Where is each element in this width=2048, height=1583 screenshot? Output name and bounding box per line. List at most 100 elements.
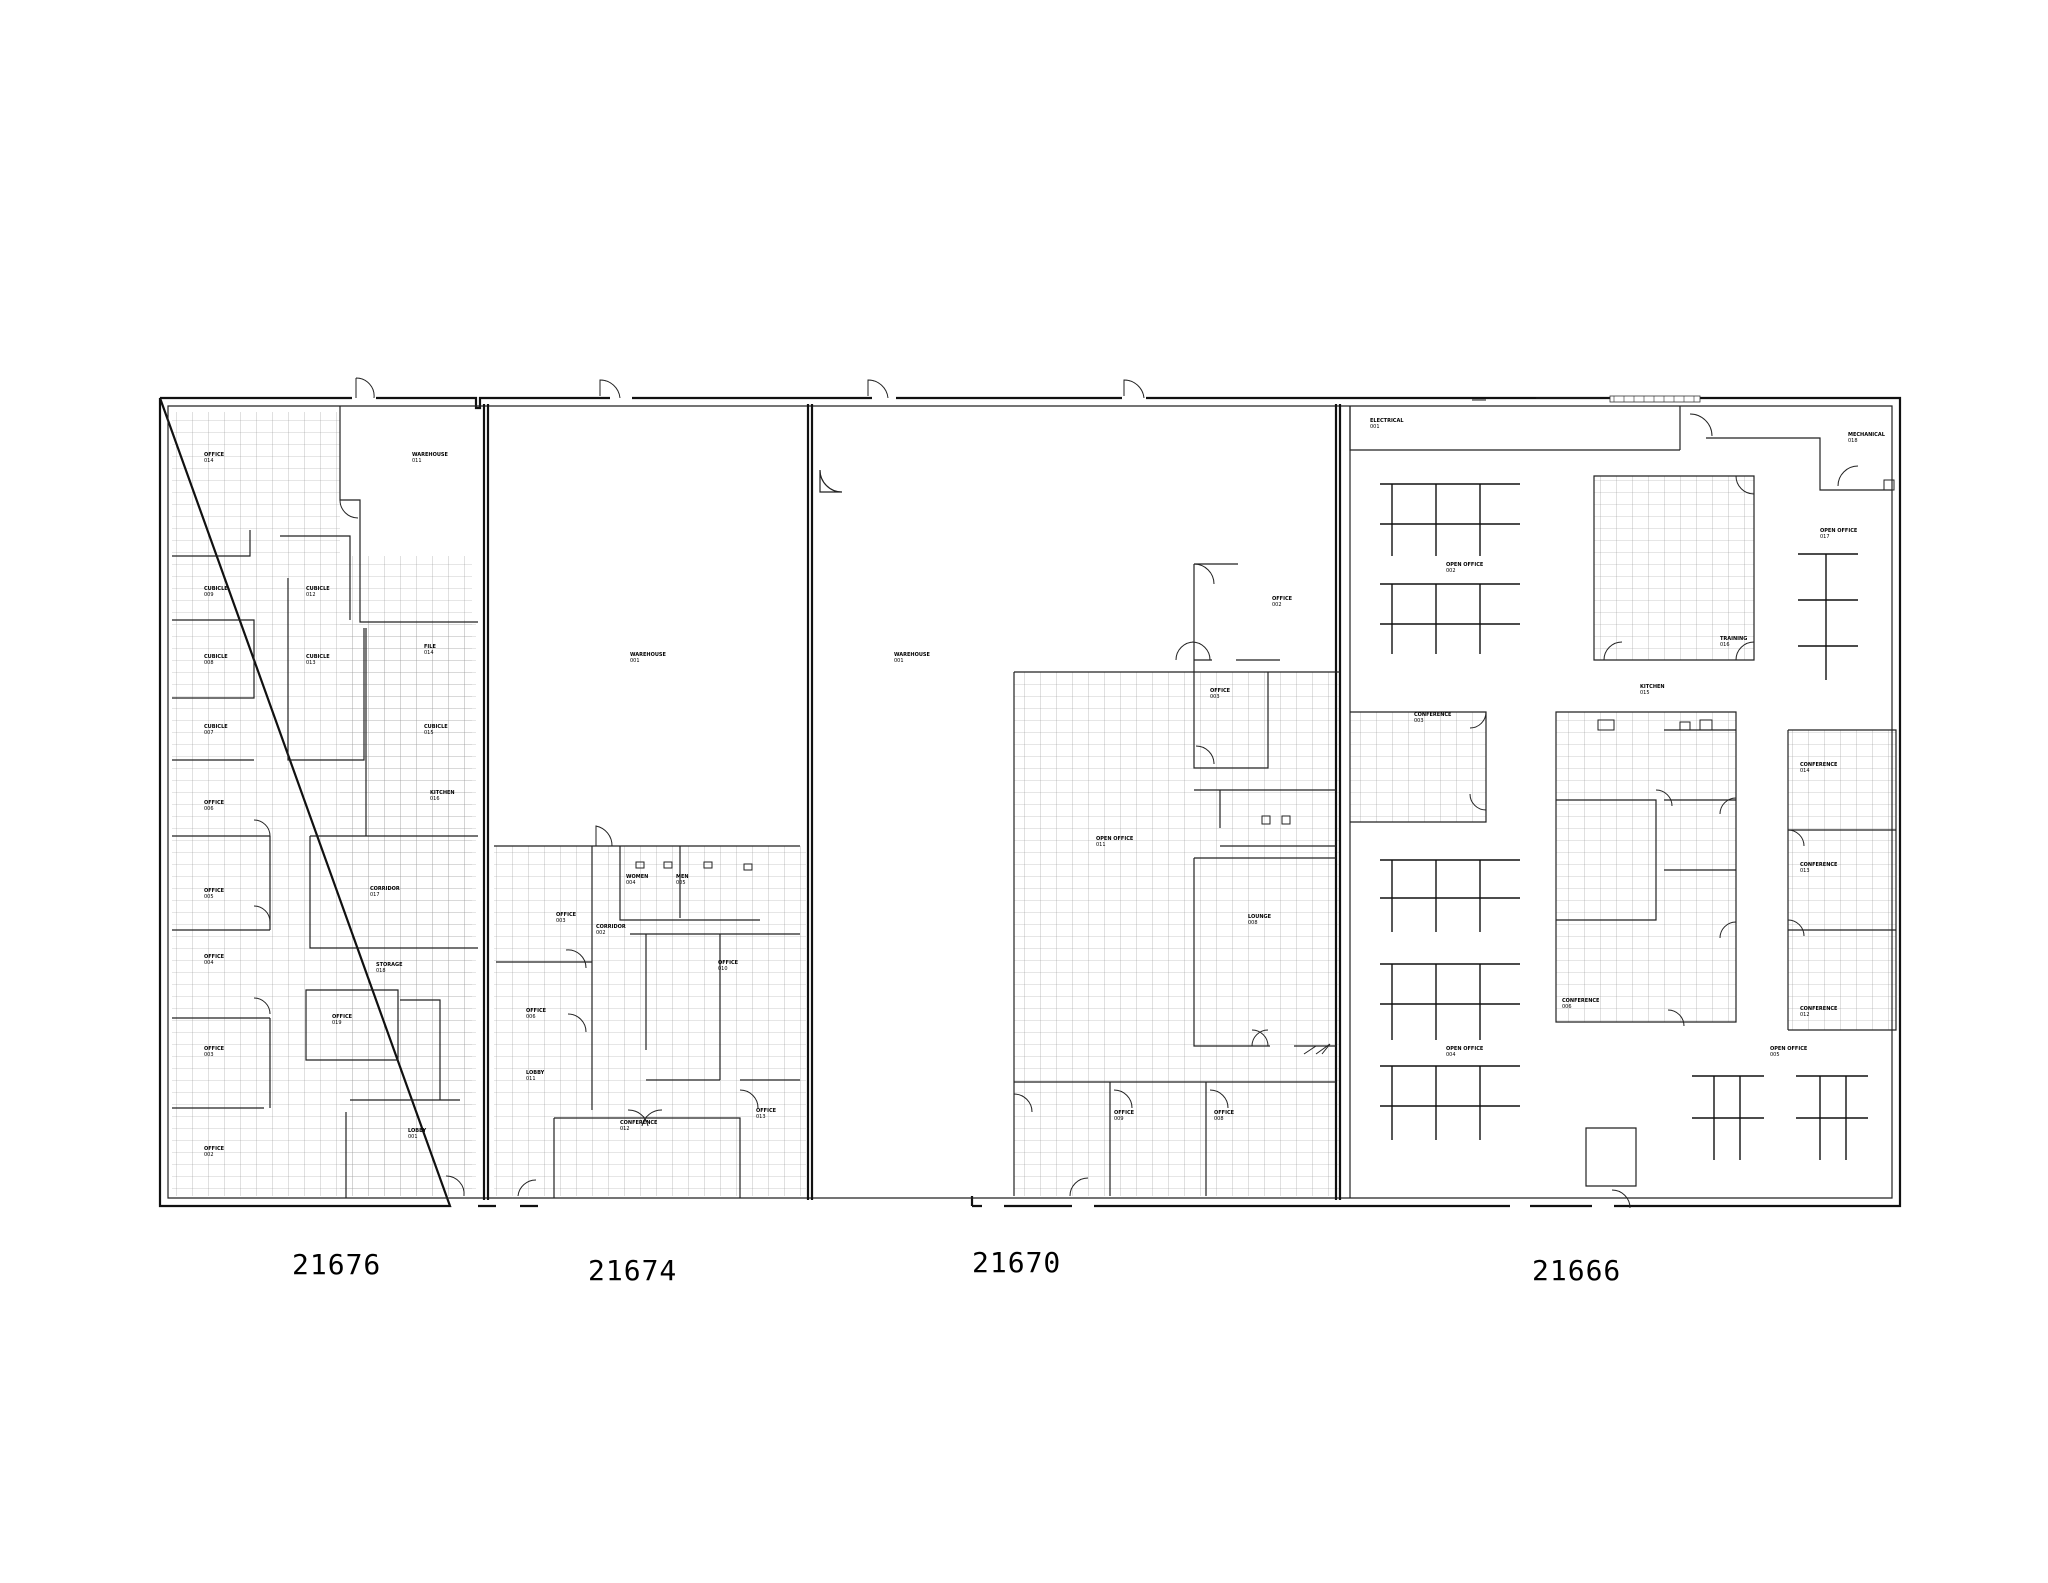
room-number: 012 xyxy=(1800,1012,1810,1018)
unit-label-21666: 21666 xyxy=(1532,1254,1622,1287)
room-number: 012 xyxy=(620,1126,630,1132)
room-number: 005 xyxy=(1770,1052,1780,1058)
room-number: 008 xyxy=(1214,1116,1224,1122)
room-number: 003 xyxy=(1210,694,1220,700)
room-number: 016 xyxy=(1720,642,1730,648)
room-name: OFFICE xyxy=(204,888,225,894)
room-name: OFFICE xyxy=(556,912,577,918)
room-name: CONFERENCE xyxy=(620,1120,658,1126)
room-number: 008 xyxy=(204,660,214,666)
room-number: 001 xyxy=(894,658,904,664)
room-number: 011 xyxy=(1096,842,1106,848)
room-name: CONFERENCE xyxy=(1800,762,1838,768)
room-number: 006 xyxy=(204,806,214,812)
room-name: CONFERENCE xyxy=(1414,712,1452,718)
room-name: OFFICE xyxy=(204,452,225,458)
room-labels: OFFICE014WAREHOUSE011CUBICLE009CUBICLE01… xyxy=(204,418,1886,1158)
ceiling-grid-areas xyxy=(172,412,1896,1196)
room-name: CORRIDOR xyxy=(370,886,400,892)
room-name: MECHANICAL xyxy=(1848,432,1886,438)
room-name: LOBBY xyxy=(526,1070,545,1076)
room-name: CUBICLE xyxy=(306,586,330,592)
room-number: 001 xyxy=(630,658,640,664)
room-name: STORAGE xyxy=(376,962,403,968)
room-name: CUBICLE xyxy=(204,586,228,592)
room-number: 006 xyxy=(526,1014,536,1020)
room-name: OFFICE xyxy=(204,1146,225,1152)
room-number: 009 xyxy=(1114,1116,1124,1122)
room-number: 006 xyxy=(1562,1004,1572,1010)
room-number: 004 xyxy=(1446,1052,1456,1058)
room-number: 014 xyxy=(424,650,434,656)
room-number: 013 xyxy=(756,1114,766,1120)
room-name: TRAINING xyxy=(1720,636,1747,642)
room-name: CONFERENCE xyxy=(1562,998,1600,1004)
unit-label-21676: 21676 xyxy=(292,1248,382,1281)
unit-21674-walls xyxy=(494,379,800,1198)
room-name: CORRIDOR xyxy=(596,924,626,930)
demising-walls xyxy=(482,404,1342,1200)
room-name: OFFICE xyxy=(718,960,739,966)
room-name: WAREHOUSE xyxy=(894,652,931,658)
room-name: MEN xyxy=(676,874,689,880)
room-number: 013 xyxy=(1800,868,1810,874)
room-name: LOUNGE xyxy=(1248,914,1272,920)
room-number: 005 xyxy=(676,880,686,886)
room-name: OFFICE xyxy=(204,1046,225,1052)
unit-21670-walls xyxy=(819,379,1340,1197)
room-number: 016 xyxy=(430,796,440,802)
room-number: 003 xyxy=(204,1052,214,1058)
room-number: 007 xyxy=(204,730,214,736)
room-name: WOMEN xyxy=(626,874,648,880)
room-number: 008 xyxy=(1248,920,1258,926)
room-name: OFFICE xyxy=(756,1108,777,1114)
room-number: 010 xyxy=(718,966,728,972)
room-name: OFFICE xyxy=(1114,1110,1135,1116)
room-number: 011 xyxy=(412,458,422,464)
room-name: CONFERENCE xyxy=(1800,862,1838,868)
unit-21676-walls xyxy=(172,377,478,1198)
room-name: OFFICE xyxy=(1214,1110,1235,1116)
room-name: OPEN OFFICE xyxy=(1446,1046,1484,1052)
room-name: OPEN OFFICE xyxy=(1820,528,1858,534)
room-number: 005 xyxy=(204,894,214,900)
room-number: 018 xyxy=(1848,438,1858,444)
room-number: 001 xyxy=(408,1134,418,1140)
room-name: OFFICE xyxy=(526,1008,547,1014)
room-number: 002 xyxy=(204,1152,214,1158)
room-number: 001 xyxy=(1370,424,1380,430)
room-name: OPEN OFFICE xyxy=(1770,1046,1808,1052)
room-number: 014 xyxy=(204,458,214,464)
room-number: 004 xyxy=(204,960,214,966)
room-name: FILE xyxy=(424,644,436,650)
room-name: OFFICE xyxy=(204,954,225,960)
room-number: 014 xyxy=(1800,768,1810,774)
room-name: OFFICE xyxy=(1210,688,1231,694)
room-name: OPEN OFFICE xyxy=(1446,562,1484,568)
room-number: 003 xyxy=(1414,718,1424,724)
workstation-clusters xyxy=(1380,483,1868,1160)
room-name: OPEN OFFICE xyxy=(1096,836,1134,842)
room-number: 004 xyxy=(626,880,636,886)
room-number: 011 xyxy=(526,1076,536,1082)
unit-label-21674: 21674 xyxy=(588,1254,678,1287)
room-number: 002 xyxy=(596,930,606,936)
outer-walls xyxy=(158,396,1902,1208)
room-number: 012 xyxy=(306,592,316,598)
room-name: CUBICLE xyxy=(424,724,448,730)
room-name: WAREHOUSE xyxy=(412,452,449,458)
room-name: KITCHEN xyxy=(1640,684,1665,690)
room-number: 017 xyxy=(1820,534,1830,540)
room-name: OFFICE xyxy=(1272,596,1293,602)
room-name: CUBICLE xyxy=(306,654,330,660)
room-number: 017 xyxy=(370,892,380,898)
room-number: 002 xyxy=(1446,568,1456,574)
room-number: 013 xyxy=(306,660,316,666)
room-name: KITCHEN xyxy=(430,790,455,796)
room-name: LOBBY xyxy=(408,1128,427,1134)
room-number: 002 xyxy=(1272,602,1282,608)
room-name: CUBICLE xyxy=(204,724,228,730)
room-name: CUBICLE xyxy=(204,654,228,660)
room-number: 015 xyxy=(1640,690,1650,696)
